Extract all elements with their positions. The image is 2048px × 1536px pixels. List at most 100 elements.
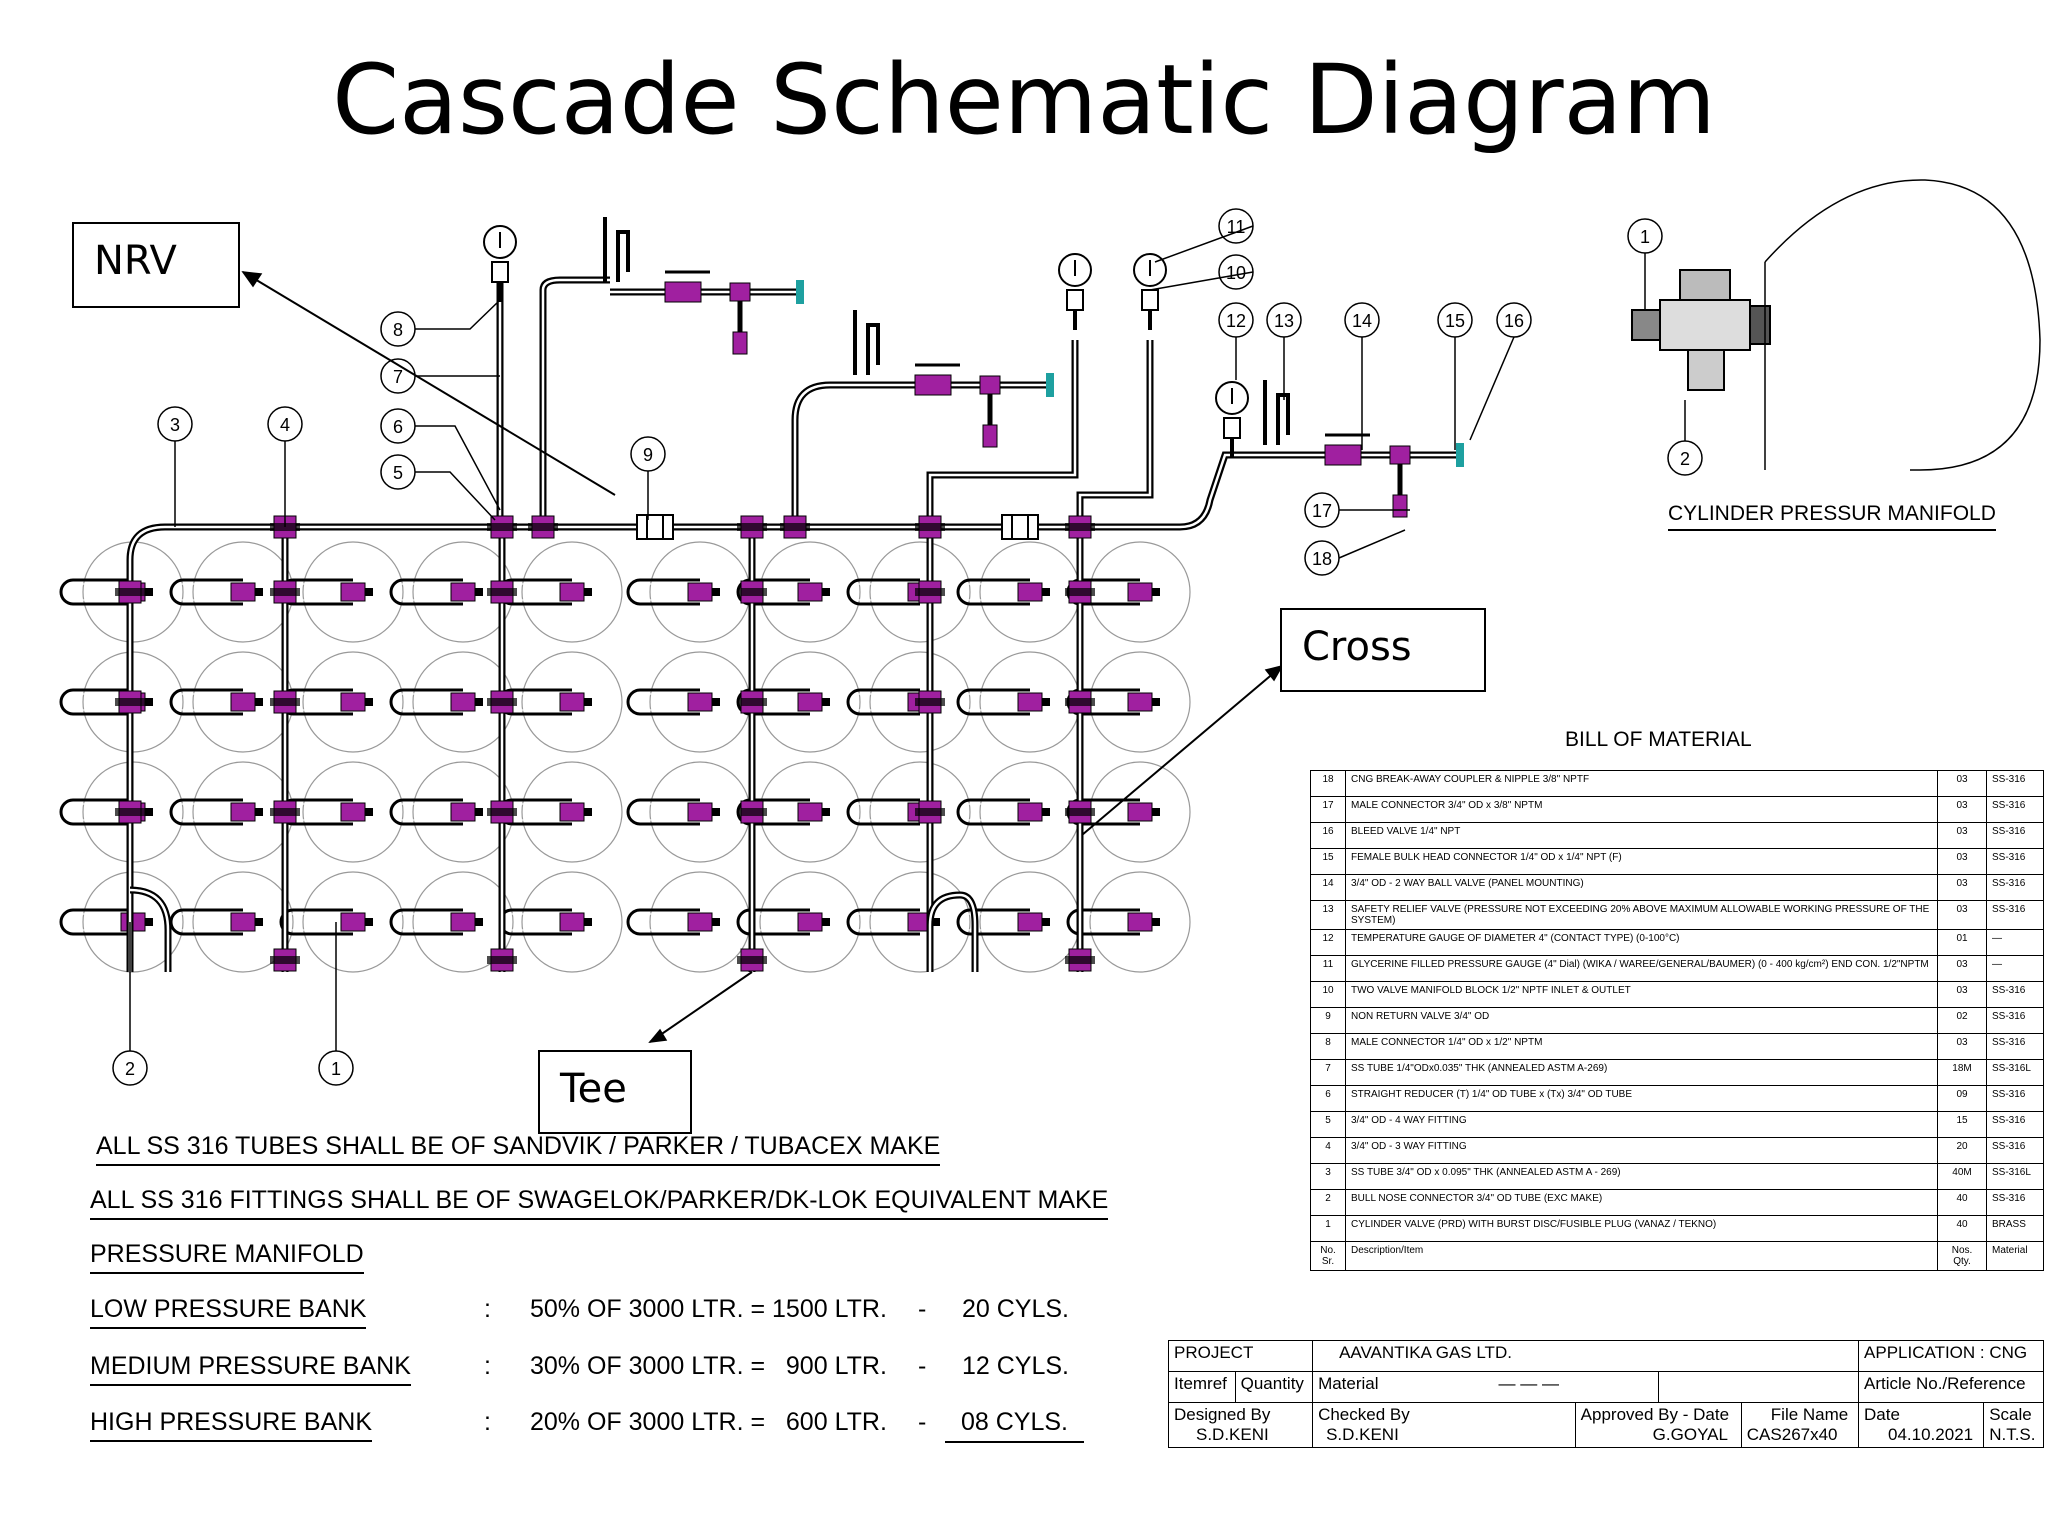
bom-material: SS-316 [1986,981,2044,1008]
valve-stem-icon [255,698,263,706]
balloon-number: 4 [280,415,290,435]
balloon-number: 13 [1274,311,1294,331]
bom-qty: 03 [1937,770,1987,797]
page-title: Cascade Schematic Diagram [332,44,1716,156]
cylinder-valve-icon [687,802,713,822]
balloon-number: 14 [1352,311,1372,331]
bom-material: SS-316 [1986,848,2044,875]
fitting-nut-icon [737,588,767,596]
ball-valve-icon [1324,444,1362,466]
bull-nose-connector [389,908,463,936]
cylinder-valve-icon [797,582,823,602]
manifold-balloon-1: 1 [1627,218,1663,254]
cylinder [521,651,623,753]
bom-qty: 09 [1937,1085,1987,1112]
fitting-nut-icon [115,808,145,816]
bom-header-qty: Nos. Qty. [1937,1241,1987,1271]
balloon-16: 16 [1496,302,1532,338]
bom-desc: CNG BREAK-AWAY COUPLER & NIPPLE 3/8" NPT… [1345,770,1938,797]
bull-nose-connector [626,798,700,826]
balloon-4: 4 [267,406,303,442]
bull-nose-inner [961,803,1030,821]
bull-nose-connector [846,688,920,716]
fitting-nut-icon [915,588,945,596]
bull-nose-inner [961,913,1030,931]
fitting-nut-icon [780,523,810,531]
bom-header-desc: Description/Item [1345,1241,1938,1271]
cylinder-valve-icon [340,582,366,602]
bull-nose-connector [59,578,133,606]
cylinder-valve-icon [230,912,256,932]
note-tubes: ALL SS 316 TUBES SHALL BE OF SANDVIK / P… [96,1132,941,1166]
cylinder-valve-icon [450,802,476,822]
cylinder-valve-icon [340,802,366,822]
valve-stem-icon [365,588,373,596]
tee-arrowhead [648,1028,668,1043]
manifold-balloon-2: 2 [1667,440,1703,476]
valve-stem-icon [1152,918,1160,926]
gauge-manifold-block [1223,417,1241,439]
valve-stem-icon [365,698,373,706]
bull-nose-inner [64,803,133,821]
bom-material: — [1986,955,2044,982]
cylinder-valve-icon [230,692,256,712]
cylinder [302,871,404,973]
valve-stem-icon [1042,918,1050,926]
bom-desc: 3/4" OD - 3 WAY FITTING [1345,1137,1938,1164]
bleed-valve-icon [1392,494,1408,518]
bull-nose-connector [956,688,1030,716]
pipe [791,381,860,527]
valve-stem-icon [145,918,153,926]
bank-high: HIGH PRESSURE BANK [90,1408,373,1442]
leader-line [1149,271,1254,291]
cylinder-valve-icon [559,802,585,822]
bull-nose-connector [169,688,243,716]
bank-low-calc: 50% OF 3000 LTR. = 1500 LTR. [530,1295,887,1323]
valve-stem-icon [475,918,483,926]
bom-sr: 3 [1310,1163,1346,1190]
bom-qty: 03 [1937,822,1987,849]
bom-header-sr: No. Sr. [1310,1241,1346,1271]
bom-sr: 13 [1310,900,1346,930]
balloon-number: 9 [643,445,653,465]
balloon-number: 5 [393,463,403,483]
valve-stem-icon [712,588,720,596]
cylinder-valve-icon [1127,802,1153,822]
bom-sr: 11 [1310,955,1346,982]
bom-desc: GLYCERINE FILLED PRESSURE GAUGE (4" Dial… [1345,955,1938,982]
fitting-nut-icon [528,523,558,531]
fitting-nut-icon [915,523,945,531]
pipe [539,276,610,527]
valve-stem-icon [1152,698,1160,706]
pipe-bore [793,383,860,527]
bank-low-dash: - [918,1295,927,1323]
relief-valve-icon [853,310,880,375]
bom-material: SS-316 [1986,1111,2044,1138]
valve-stem-icon [145,808,153,816]
bom-sr: 18 [1310,770,1346,797]
bull-nose-inner [961,693,1030,711]
leader-line [415,425,501,511]
bom-title: BILL OF MATERIAL [1565,728,1752,751]
tb-material: Material— — — [1312,1371,1659,1403]
bull-nose-connector [59,798,133,826]
balloon-11: 11 [1218,208,1254,244]
fitting-nut-icon [737,808,767,816]
balloon-number: 18 [1312,549,1332,569]
balloon-5: 5 [380,454,416,490]
bom-qty: 03 [1937,981,1987,1008]
bank-low-sep: : [484,1295,491,1323]
nrv-icon [636,514,674,540]
bom-material: SS-316 [1986,874,2044,901]
bom-sr: 12 [1310,929,1346,956]
pipe-bore [129,888,170,972]
bull-nose-inner [961,583,1030,601]
valve-stem-icon [255,588,263,596]
valve-stem-icon [822,808,830,816]
bom-sr: 4 [1310,1137,1346,1164]
bull-nose-connector [736,908,810,936]
bom-desc: BLEED VALVE 1/4" NPT [1345,822,1938,849]
